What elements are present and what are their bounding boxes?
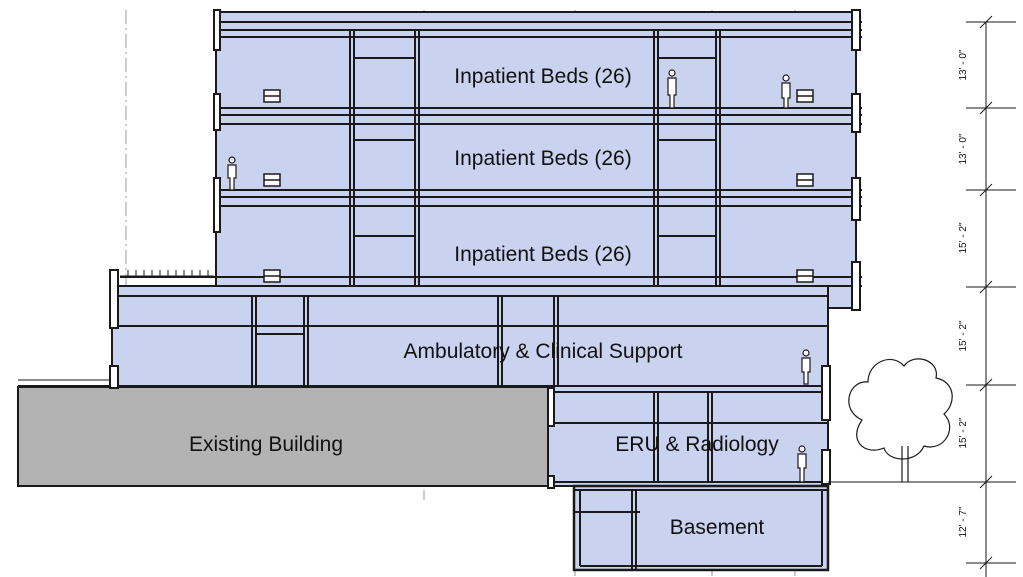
dim-label-2: 13' - 0" <box>958 133 969 164</box>
dim-label-3: 15' - 2" <box>958 222 969 253</box>
basement-floor <box>572 484 830 572</box>
space-label-basement: Basement <box>670 516 765 539</box>
space-label-floor2: Inpatient Beds (26) <box>454 147 631 170</box>
dimension-line <box>966 15 1016 577</box>
space-label-existing: Existing Building <box>189 433 343 456</box>
roof-railing <box>120 270 214 277</box>
space-label-eru: ERU & Radiology <box>615 433 779 456</box>
dim-label-1: 13' - 0" <box>958 49 969 80</box>
dim-label-5: 15' - 2" <box>958 417 969 448</box>
space-label-floor1: Inpatient Beds (26) <box>454 243 631 266</box>
dim-label-4: 15' - 2" <box>958 320 969 351</box>
core-walls <box>251 30 823 570</box>
tree-icon <box>848 358 953 482</box>
floor-slabs <box>112 21 862 513</box>
scale-figures <box>227 69 811 483</box>
wall-ends <box>109 9 861 489</box>
ambulatory-floor <box>111 285 829 387</box>
furniture-symbols <box>263 89 814 283</box>
space-label-ambulatory: Ambulatory & Clinical Support <box>404 340 683 363</box>
eru-floor <box>547 385 829 487</box>
existing-building <box>17 386 549 487</box>
dim-label-6: 12' - 7" <box>958 506 969 537</box>
space-label-floor3: Inpatient Beds (26) <box>454 65 631 88</box>
